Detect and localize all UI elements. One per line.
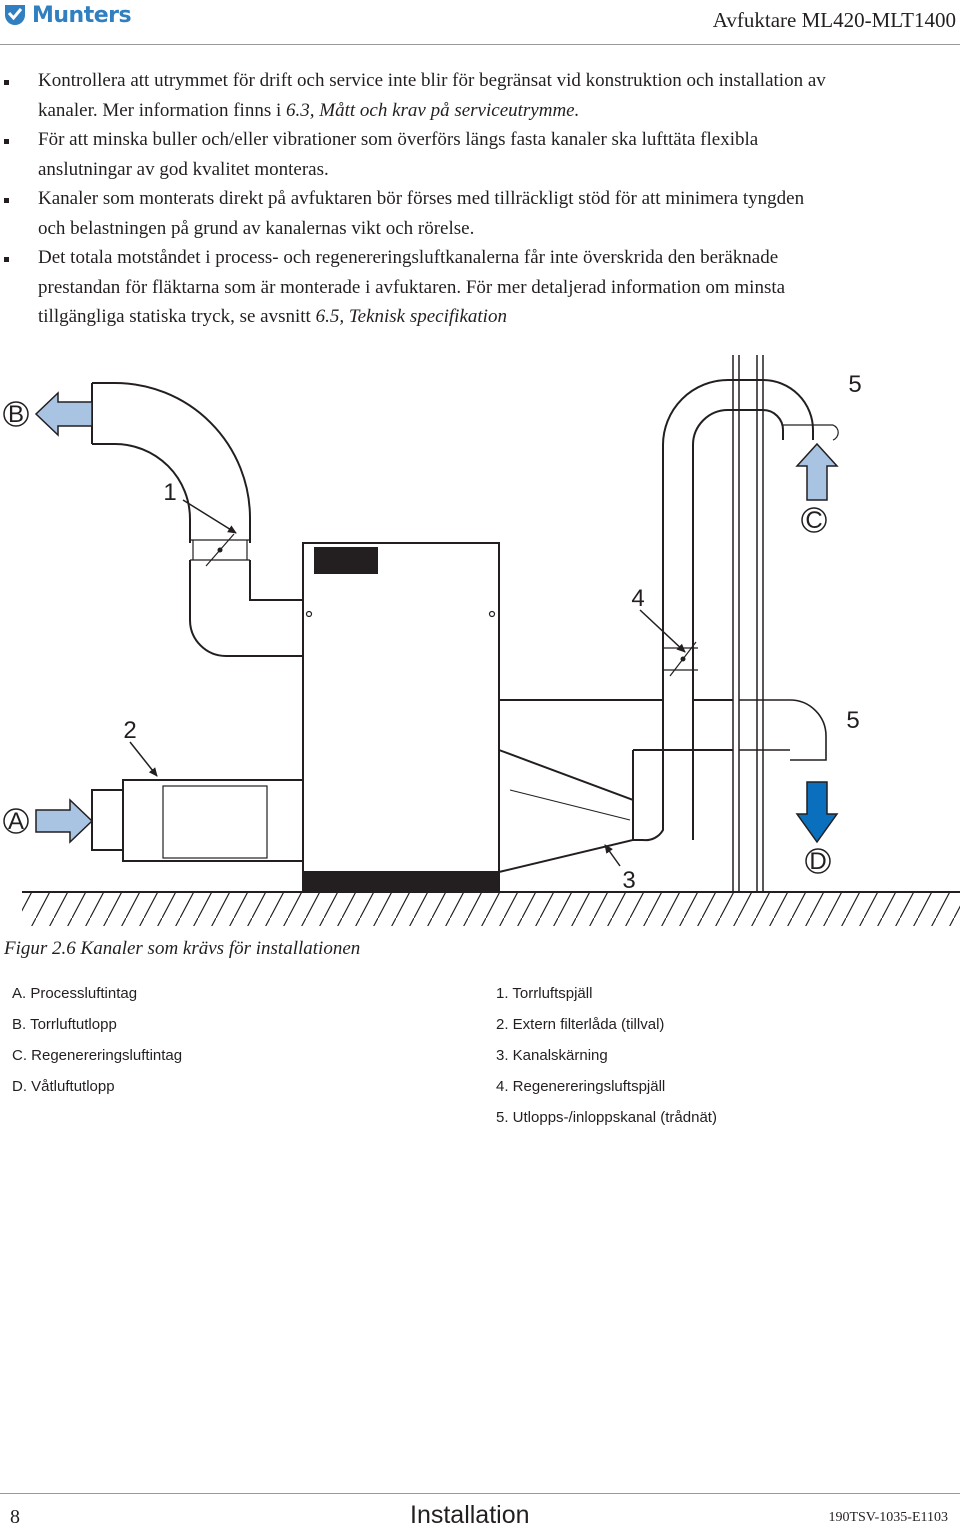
page-number: 8 — [10, 1506, 20, 1528]
dehumidifier-unit — [302, 542, 500, 893]
bullet-text: kanaler. Mer information finns i — [38, 99, 286, 121]
section-title: Installation — [410, 1501, 530, 1529]
requirements-list: Kontrollera att utrymmet för drift och s… — [0, 66, 955, 332]
legend-item: 1. Torrluftspjäll — [496, 985, 593, 1002]
brand-name: Munters — [32, 2, 132, 28]
label-a-circle — [3, 808, 29, 834]
label-c-circle — [801, 507, 827, 533]
unit-base — [303, 871, 499, 892]
arrow-b-out — [34, 391, 93, 437]
bullet-text: prestandan för fläktarna som är monterad… — [38, 276, 786, 298]
regeneration-duct — [633, 379, 839, 842]
header-divider — [0, 44, 960, 45]
document-code: 190TSV-1035-E1103 — [828, 1510, 948, 1525]
munters-logo: Munters — [2, 2, 132, 28]
bullet-text: och belastningen på grund av kanalernas … — [38, 217, 475, 239]
bullet-marker — [4, 257, 9, 262]
transition-duct — [498, 699, 827, 873]
footer-divider — [0, 1493, 960, 1494]
floor — [22, 891, 960, 926]
label-a: A — [8, 808, 24, 835]
legend-item: D. Våtluftutlopp — [12, 1078, 115, 1095]
legend-numbers: 1. Torrluftspjäll 2. Extern filterlåda (… — [496, 984, 717, 1139]
duct-installation-diagram: B A C D 1 2 3 4 5 5 — [3, 355, 960, 926]
arrow-c-in — [795, 442, 839, 501]
arrow-a-in — [35, 798, 94, 844]
legend-item: 5. Utlopps-/inloppskanal (trådnät) — [496, 1109, 717, 1126]
arrow-d-out — [795, 781, 839, 844]
bullet-text: Kanaler som monterats direkt på avfuktar… — [38, 188, 805, 209]
label-d: D — [809, 848, 826, 875]
diagram-labels: B A C D 1 2 3 4 5 5 — [3, 371, 862, 894]
wall — [732, 355, 764, 892]
bullet-text: anslutningar av god kvalitet monteras. — [38, 158, 329, 180]
label-1: 1 — [163, 479, 176, 506]
bullet-item: För att minska buller och/eller vibratio… — [0, 125, 955, 184]
bullet-item: Det totala motståndet i process- och reg… — [0, 243, 955, 332]
bullet-text: Kontrollera att utrymmet för drift och s… — [38, 70, 826, 91]
control-panel — [314, 547, 378, 574]
label-b: B — [8, 401, 24, 428]
label-4: 4 — [631, 585, 644, 612]
bullet-reference: 6.5, Teknisk specifikation — [315, 306, 507, 327]
label-5-top: 5 — [848, 371, 861, 398]
figure-caption: Figur 2.6 Kanaler som krävs för installa… — [4, 938, 361, 959]
bullet-text: För att minska buller och/eller vibratio… — [38, 129, 759, 150]
legend-item: A. Processluftintag — [12, 985, 138, 1002]
munters-logo-icon — [5, 5, 25, 25]
bullet-marker — [4, 198, 9, 203]
label-2: 2 — [123, 717, 136, 744]
label-b-circle — [3, 401, 29, 427]
bullet-item: Kontrollera att utrymmet för drift och s… — [0, 66, 955, 125]
bullet-item: Kanaler som monterats direkt på avfuktar… — [0, 184, 955, 243]
label-5-bottom: 5 — [846, 707, 859, 734]
legend-item: 4. Regenereringsluftspjäll — [496, 1078, 666, 1095]
bullet-text: tillgängliga statiska tryck, se avsnitt — [38, 306, 316, 327]
legend-item: 3. Kanalskärning — [496, 1047, 608, 1064]
page-header: Munters Avfuktare ML420-MLT1400 — [0, 0, 960, 46]
label-3: 3 — [622, 867, 635, 894]
label-c: C — [805, 507, 822, 534]
legend-item: 2. Extern filterlåda (tillval) — [496, 1016, 665, 1033]
filter-box — [91, 779, 304, 862]
legend-item: C. Regenereringsluftintag — [12, 1047, 183, 1064]
bullet-text: Det totala motståndet i process- och reg… — [38, 247, 779, 268]
legend-item: B. Torrluftutlopp — [12, 1016, 117, 1033]
legend-letters: A. Processluftintag B. Torrluftutlopp C.… — [12, 984, 182, 1108]
bullet-reference: 6.3, Mått och krav på serviceutrymme. — [286, 99, 580, 121]
bullet-marker — [4, 139, 9, 144]
leader-lines — [129, 499, 686, 867]
dry-air-duct — [91, 382, 303, 657]
label-d-circle — [805, 848, 831, 874]
airflow-arrows — [34, 391, 839, 844]
document-title: Avfuktare ML420-MLT1400 — [712, 8, 956, 32]
bullet-marker — [4, 80, 9, 85]
